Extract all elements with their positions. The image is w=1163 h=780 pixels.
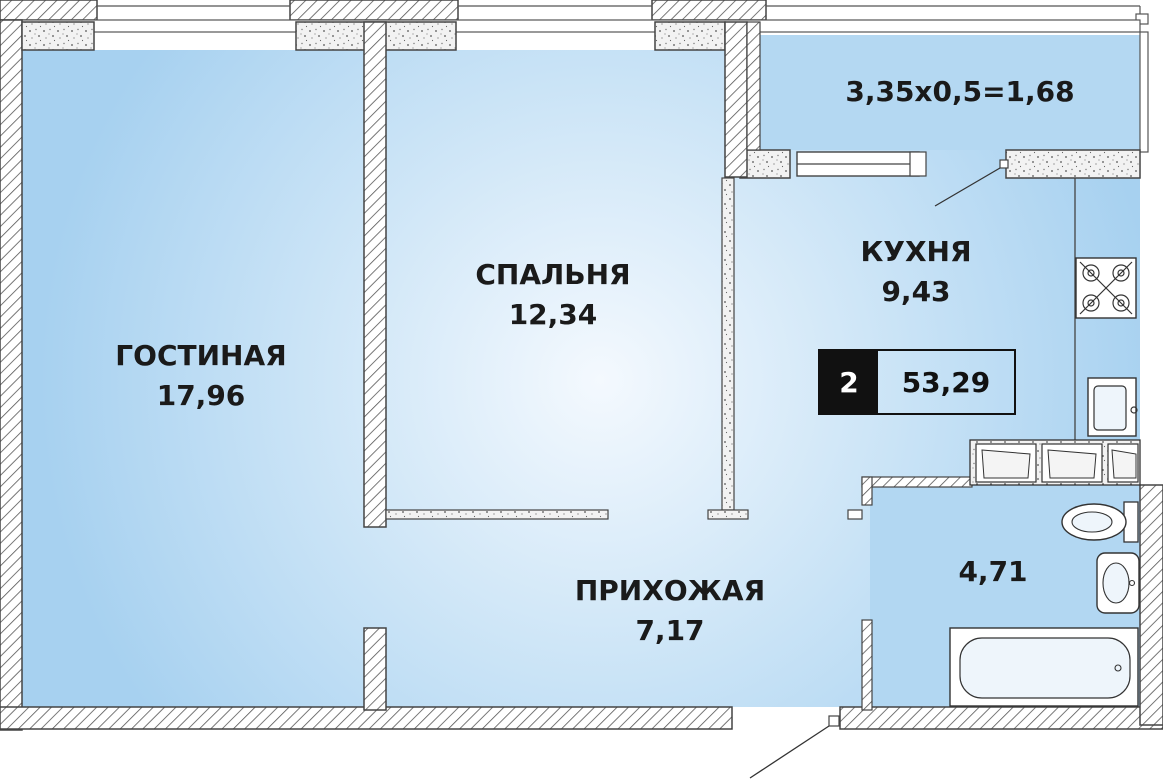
room-label-hallway: ПРИХОЖАЯ 7,17	[575, 571, 765, 651]
room-label-bathroom: 4,71	[958, 552, 1027, 592]
room-label-bedroom: СПАЛЬНЯ 12,34	[475, 255, 630, 335]
room-name-bedroom: СПАЛЬНЯ	[475, 258, 631, 291]
entrance-marker	[749, 715, 840, 779]
room-name-hallway: ПРИХОЖАЯ	[574, 574, 766, 607]
balcony-door	[796, 151, 927, 177]
floor-fill	[22, 35, 1140, 707]
toilet-icon	[1061, 501, 1139, 543]
room-area-bedroom: 12,34	[508, 298, 598, 331]
washbasin-icon	[1096, 552, 1140, 614]
room-label-living: ГОСТИНАЯ 17,96	[115, 336, 286, 416]
room-count: 2	[820, 351, 878, 413]
room-name-kitchen: КУХНЯ	[860, 235, 972, 268]
kitchen-sink-icon	[1087, 377, 1138, 437]
room-area-bathroom: 4,71	[958, 555, 1028, 588]
structural-columns	[21, 21, 1141, 179]
room-name-living: ГОСТИНАЯ	[115, 339, 287, 372]
total-area: 53,29	[901, 365, 991, 399]
balcony-area-formula: 3,35x0,5=1,68	[845, 75, 1075, 108]
stove-icon	[1075, 257, 1137, 319]
room-area-living: 17,96	[156, 379, 246, 412]
top-window-strip	[0, 0, 1149, 33]
room-label-balcony: 3,35x0,5=1,68	[845, 72, 1074, 112]
vent-marker	[934, 159, 1009, 207]
wall-cabinets	[969, 439, 1141, 486]
room-area-hallway: 7,17	[635, 614, 705, 647]
room-label-kitchen: КУХНЯ 9,43	[860, 232, 971, 312]
bathtub-icon	[949, 627, 1139, 707]
interior-walls	[363, 21, 973, 711]
apartment-summary-badge: 2 53,29	[818, 349, 1016, 415]
thin-partitions	[385, 177, 863, 520]
outer-walls	[0, 19, 1163, 731]
room-area-kitchen: 9,43	[881, 275, 951, 308]
